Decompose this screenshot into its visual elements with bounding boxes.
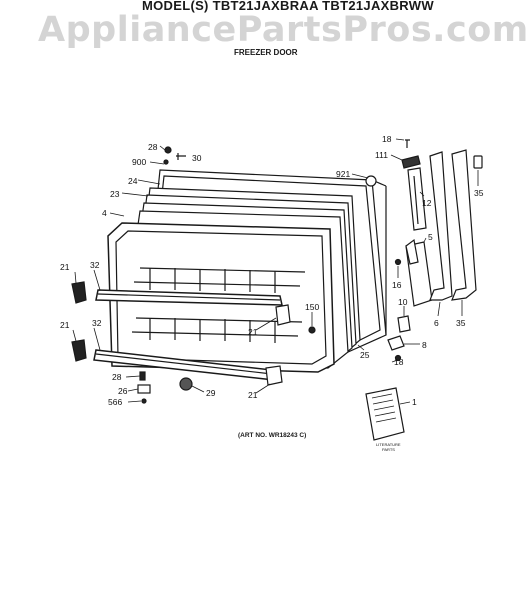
shelf-bracket-left-lower xyxy=(71,339,87,362)
shelf-bracket-left-upper xyxy=(71,281,87,304)
callout-28-top: 28 xyxy=(148,142,158,152)
callout-26: 26 xyxy=(118,386,128,396)
callout-21-left-upper: 21 xyxy=(60,262,70,272)
handle-cap-29 xyxy=(179,377,193,391)
callout-21-left-lower: 21 xyxy=(60,320,70,330)
callout-25: 25 xyxy=(360,350,370,360)
watermark: AppliancePartsPros.com xyxy=(38,10,529,50)
callout-21-right-upper: 21 xyxy=(248,327,258,337)
callout-900: 900 xyxy=(132,157,146,167)
trim-strap-6 xyxy=(429,151,453,301)
callout-labels: 28 900 30 24 23 4 921 18 111 35 12 5 16 … xyxy=(60,134,484,452)
literature-label-1: LITERATURE xyxy=(376,442,401,447)
literature-label-2: PARTS xyxy=(382,447,395,452)
callout-1: 1 xyxy=(412,397,417,407)
leader-lines xyxy=(72,138,479,405)
callout-18-bottom: 18 xyxy=(394,357,404,367)
callout-5: 5 xyxy=(428,232,433,242)
callout-8: 8 xyxy=(422,340,427,350)
callout-16: 16 xyxy=(392,280,402,290)
screw-150 xyxy=(308,326,316,334)
screw-30 xyxy=(176,153,186,160)
callout-921: 921 xyxy=(336,169,350,179)
screw-18-top xyxy=(405,139,410,148)
callout-12: 12 xyxy=(422,198,432,208)
screw-28-top xyxy=(164,146,172,154)
shelf-bracket-right-lower xyxy=(265,365,283,386)
screw-16 xyxy=(394,258,402,266)
bracket-8 xyxy=(387,335,405,351)
hinge-5 xyxy=(405,238,433,307)
art-number: (ART NO. WR18243 C) xyxy=(238,432,307,439)
callout-10: 10 xyxy=(398,297,408,307)
trim-strap-35-right xyxy=(451,149,477,301)
screw-900 xyxy=(163,159,169,165)
stop-10 xyxy=(397,315,411,333)
callout-32-upper: 32 xyxy=(90,260,100,270)
callout-30: 30 xyxy=(192,153,202,163)
bracket-26 xyxy=(137,384,151,394)
screw-566 xyxy=(141,398,147,404)
cap-35 xyxy=(473,155,483,169)
callout-32-lower: 32 xyxy=(92,318,102,328)
callout-566: 566 xyxy=(108,397,122,407)
shelf-bracket-right-upper xyxy=(275,304,291,326)
literature-booklet xyxy=(365,387,405,441)
callout-150: 150 xyxy=(305,302,319,312)
section-title: FREEZER DOOR xyxy=(234,48,298,57)
model-title: MODEL(S) TBT21JAXBRAA TBT21JAXBRWW xyxy=(142,0,434,13)
screw-18-bottom xyxy=(394,354,402,362)
callout-24: 24 xyxy=(128,176,138,186)
door-shelf-bar-upper xyxy=(95,289,283,306)
callout-35-bottom: 35 xyxy=(456,318,466,328)
callout-23: 23 xyxy=(110,189,120,199)
callout-28-bottom: 28 xyxy=(112,372,122,382)
hinge-strap-12 xyxy=(407,167,427,231)
callout-18-top: 18 xyxy=(382,134,392,144)
callout-29: 29 xyxy=(206,388,216,398)
cover-111 xyxy=(401,155,421,169)
screw-28-bottom xyxy=(139,371,146,381)
callout-4: 4 xyxy=(102,208,107,218)
callout-35-top: 35 xyxy=(474,188,484,198)
callout-6: 6 xyxy=(434,318,439,328)
callout-21-right-lower: 21 xyxy=(248,390,258,400)
callout-111: 111 xyxy=(375,150,388,160)
